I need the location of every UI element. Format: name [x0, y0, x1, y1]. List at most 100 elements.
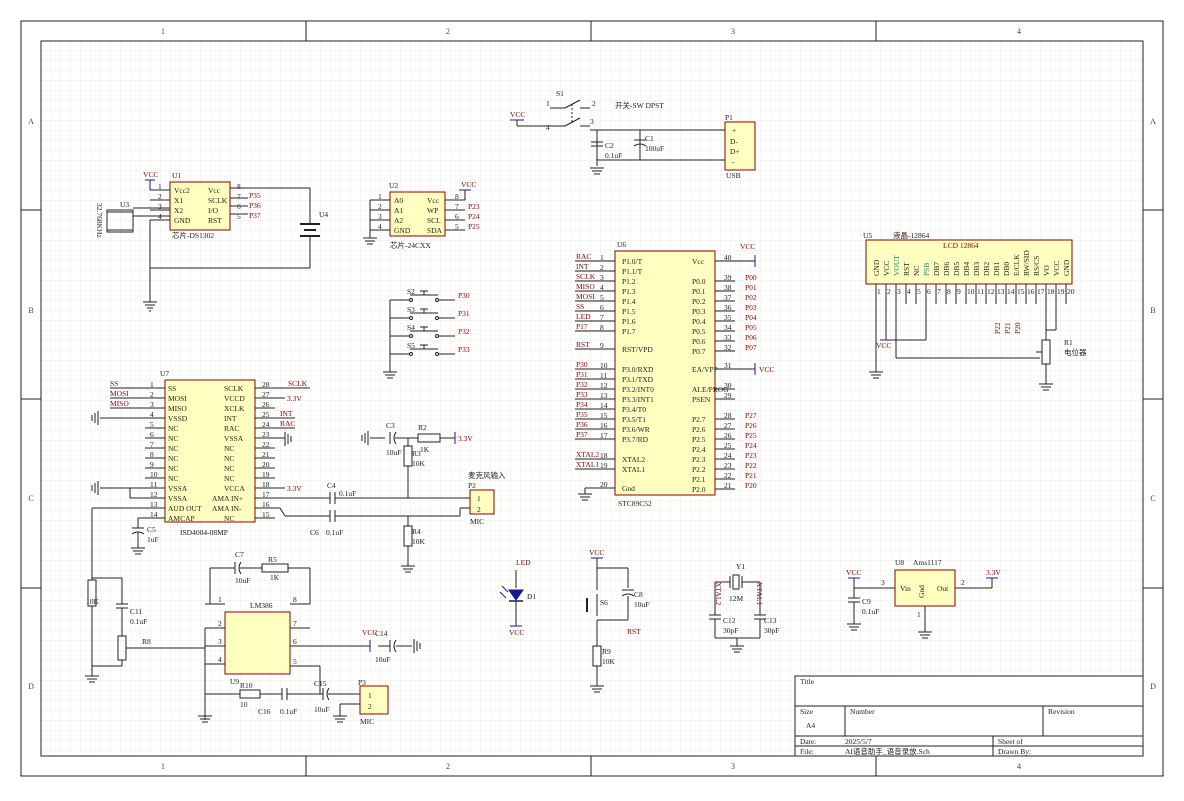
pin-label: VCCD — [224, 394, 245, 403]
net-label: SS — [576, 302, 584, 311]
contact — [409, 316, 413, 320]
net-label: MISO — [576, 282, 595, 291]
pin-num: 24 — [262, 420, 270, 429]
ground-symbol — [578, 493, 592, 501]
pin-num: 7 — [237, 192, 241, 201]
button-ref: S2 — [407, 287, 415, 296]
net-label: P26 — [745, 421, 757, 430]
pin-label: DB2 — [982, 262, 991, 276]
value-c3: 10uF — [386, 448, 401, 457]
ref-c5: C5 — [147, 525, 156, 534]
pin-label: P0.0 — [692, 277, 706, 286]
ref-c1: C1 — [645, 134, 654, 143]
revision-label: Revision — [1048, 707, 1075, 716]
pin-num: 35 — [724, 313, 732, 322]
pin-label: XTAL2 — [622, 455, 645, 464]
ground-symbol — [131, 547, 145, 555]
pin-label: P2.2 — [692, 465, 706, 474]
ground-symbol — [361, 431, 369, 445]
pin-num: 10 — [967, 287, 975, 296]
pin-label: P3.6/WR — [622, 425, 650, 434]
net-p21: P21 — [1003, 322, 1012, 334]
desc-u7: ISD4004-08MP — [180, 528, 228, 537]
pin-label: NC — [168, 434, 178, 443]
row-label: B — [28, 306, 33, 315]
pin-num: 1 — [150, 380, 154, 389]
pin-label: P1.1/T — [622, 267, 643, 276]
desc-u1: 芯片-DS1302 — [172, 230, 214, 240]
row-label: B — [1150, 306, 1155, 315]
pin-label: AUD OUT — [168, 504, 202, 513]
pin-label: RS/CS — [1032, 256, 1041, 276]
pin-label: NC — [224, 514, 234, 523]
pin-label: VO — [1042, 265, 1051, 276]
pin-num: 31 — [724, 361, 732, 370]
pin-num: 2 — [887, 287, 891, 296]
pin-num: 21 — [262, 450, 270, 459]
pin-label: NC — [912, 266, 921, 276]
net-p24: P24 — [468, 212, 480, 221]
crystal-value-u3: 32.768KHz — [95, 203, 104, 238]
pin-label: NC — [168, 464, 178, 473]
pin-num: 11 — [600, 371, 607, 380]
type-p3: MIC — [360, 717, 374, 726]
pin-num: 18 — [600, 451, 608, 460]
pin-num: 15 — [262, 510, 270, 519]
pin-num: 3 — [897, 287, 901, 296]
net-33v: 3.3V — [986, 568, 1001, 577]
ground-symbol — [869, 371, 883, 379]
net-label: XTAL2 — [576, 450, 599, 459]
pin-num: 25 — [262, 410, 270, 419]
net-p35: P35 — [249, 191, 261, 200]
net-miso: MISO — [110, 399, 129, 408]
pin-s1-2: 2 — [592, 99, 596, 108]
pin-num: 16 — [262, 500, 270, 509]
pin-p2-2: 2 — [477, 505, 481, 514]
value-y1: 12M — [729, 594, 744, 603]
pin-label: GND — [394, 226, 411, 235]
pin-num: 2 — [600, 263, 604, 272]
net-label: P03 — [745, 303, 757, 312]
pin-num: 3 — [218, 637, 222, 646]
pin-num: 27 — [262, 390, 270, 399]
col-label: 3 — [731, 762, 735, 771]
net-label: P01 — [745, 283, 757, 292]
ref-u2: U2 — [389, 181, 398, 190]
pin-label: NC — [224, 454, 234, 463]
regulator-block: VCC C9 0.1uF U8 Ams1117 Vin Gnd Out 3 1 … — [846, 558, 1001, 639]
value-c5: 1uF — [147, 535, 159, 544]
net-label: P04 — [745, 313, 757, 322]
pin-label: GND — [872, 259, 881, 276]
pin-num: 8 — [947, 287, 951, 296]
ground-symbol — [847, 623, 861, 631]
pin-p1-dminus: D- — [730, 137, 738, 146]
pin-label: DB5 — [952, 262, 961, 276]
desc-p2: 麦克风输入 — [468, 470, 506, 480]
pin-num: 1 — [877, 287, 881, 296]
pin-label: PSB — [922, 263, 931, 276]
ref-u1: U1 — [172, 171, 181, 180]
pin-num: 5 — [455, 222, 459, 231]
pin-num: 13 — [150, 500, 158, 509]
pin-num: 1 — [600, 253, 604, 262]
ref-r1: R1 — [1064, 338, 1073, 347]
pin-p1-plus: + — [732, 126, 736, 135]
desc-u9: LM386 — [250, 601, 273, 610]
pin-num: 11 — [150, 480, 157, 489]
pin-num: 32 — [724, 343, 732, 352]
pin-num: 3 — [378, 212, 382, 221]
value-c11: 0.1uF — [130, 617, 147, 626]
pin-label: P3.0/RXD — [622, 365, 654, 374]
pin-label: DB6 — [942, 262, 951, 276]
pin-label: VSSD — [168, 414, 188, 423]
sheet-label: Sheet of — [998, 737, 1023, 746]
button-net: P31 — [458, 309, 470, 318]
net-label: P17 — [576, 322, 588, 331]
pin-p3-1: 1 — [368, 691, 372, 700]
ref-r3: R3 — [412, 449, 421, 458]
net-label: P00 — [745, 273, 757, 282]
contact — [409, 298, 413, 302]
pin-num: 17 — [262, 490, 270, 499]
